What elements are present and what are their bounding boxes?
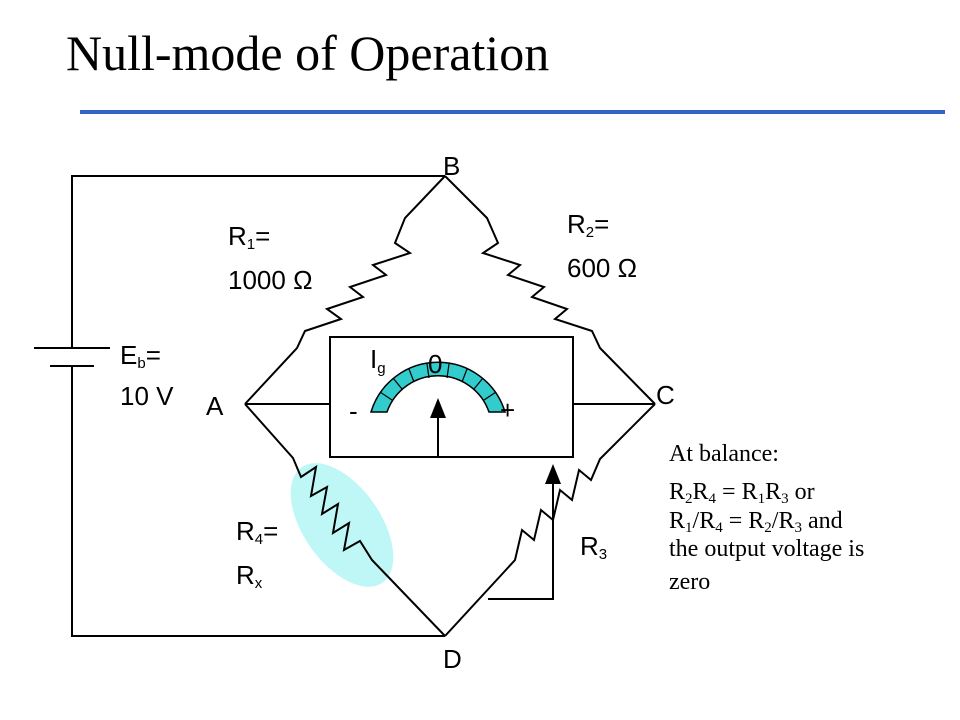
notes-line-4: zero — [669, 568, 711, 595]
r2-value: 600 Ω — [567, 253, 637, 283]
notes-equation-1: R2R4 = R1R3 or — [669, 479, 815, 508]
node-d-label: D — [443, 644, 462, 674]
ig-label: Ig — [370, 344, 386, 377]
balance-notes: At balance: R2R4 = R1R3 or R1/R4 = R2/R3… — [669, 441, 949, 595]
r1-label: R1= — [228, 221, 270, 253]
outer-wire-bottom — [71, 366, 445, 637]
r2-label: R2= — [567, 209, 609, 241]
resistor-r4 — [244, 403, 446, 637]
notes-line-3: the output voltage is — [669, 536, 865, 563]
galvanometer-ticks — [379, 363, 497, 401]
r4-highlight — [290, 463, 394, 587]
meter-minus-label: - — [349, 396, 358, 426]
page-title: Null-mode of Operation — [66, 25, 550, 81]
notes-heading: At balance: — [669, 441, 779, 467]
node-b-label: B — [443, 151, 460, 181]
r4-label: R4= — [236, 516, 278, 548]
title-underline — [80, 110, 945, 114]
galvanometer-needle — [430, 398, 446, 418]
outer-wire-top — [71, 175, 445, 348]
eb-value: 10 V — [120, 381, 174, 411]
notes-equation-2: R1/R4 = R2/R3 and — [669, 507, 843, 536]
r3-wiper-wire — [488, 480, 554, 600]
node-a-label: A — [206, 391, 224, 421]
r3-label: R3 — [580, 531, 607, 563]
meter-plus-label: + — [500, 395, 515, 425]
galvanometer-scale — [369, 361, 507, 413]
r1-value: 1000 Ω — [228, 265, 313, 295]
meter-zero-label: 0 — [428, 349, 442, 379]
resistor-r2 — [444, 175, 656, 405]
r4-value: Rx — [236, 560, 263, 592]
galvanometer-box — [329, 336, 574, 458]
eb-label: Eb= — [120, 340, 161, 372]
resistor-r1 — [244, 175, 446, 405]
node-c-label: C — [656, 380, 675, 410]
r3-wiper-arrow — [545, 464, 561, 484]
